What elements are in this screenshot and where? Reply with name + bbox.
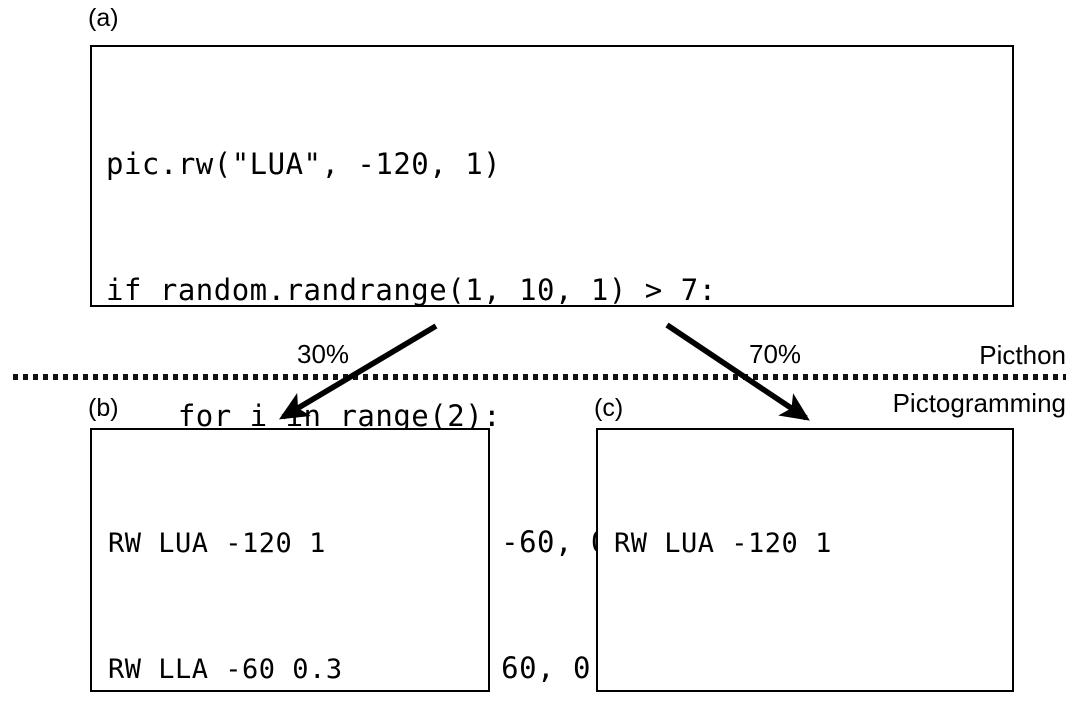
output-line: RW LUA -120 1 — [614, 528, 832, 559]
output-line: RW LUA -120 1 — [108, 528, 326, 559]
output-listing-c: RW LUA -120 1 — [598, 430, 1012, 649]
probability-label-right: 70% — [749, 339, 802, 369]
output-line: RW LLA -60 0.3 — [108, 654, 343, 685]
output-box-b: RW LUA -120 1 RW LLA -60 0.3 RW LLA 60 0… — [90, 428, 490, 692]
panel-label-b: (b) — [88, 394, 119, 422]
layer-label-pictogramming: Pictogramming — [892, 388, 1066, 418]
probability-label-left: 30% — [297, 339, 350, 369]
panel-label-c: (c) — [594, 394, 624, 422]
panel-label-a: (a) — [88, 4, 119, 32]
output-box-c: RW LUA -120 1 — [596, 428, 1014, 692]
code-line: pic.rw("LUA", -120, 1) — [106, 147, 502, 181]
code-line: if random.randrange(1, 10, 1) > 7: — [106, 273, 717, 307]
layer-label-picthon: Picthon — [979, 340, 1066, 370]
layer-divider — [13, 374, 1066, 380]
output-listing-b: RW LUA -120 1 RW LLA -60 0.3 RW LLA 60 0… — [92, 430, 488, 708]
code-box-a: pic.rw("LUA", -120, 1) if random.randran… — [90, 45, 1014, 685]
